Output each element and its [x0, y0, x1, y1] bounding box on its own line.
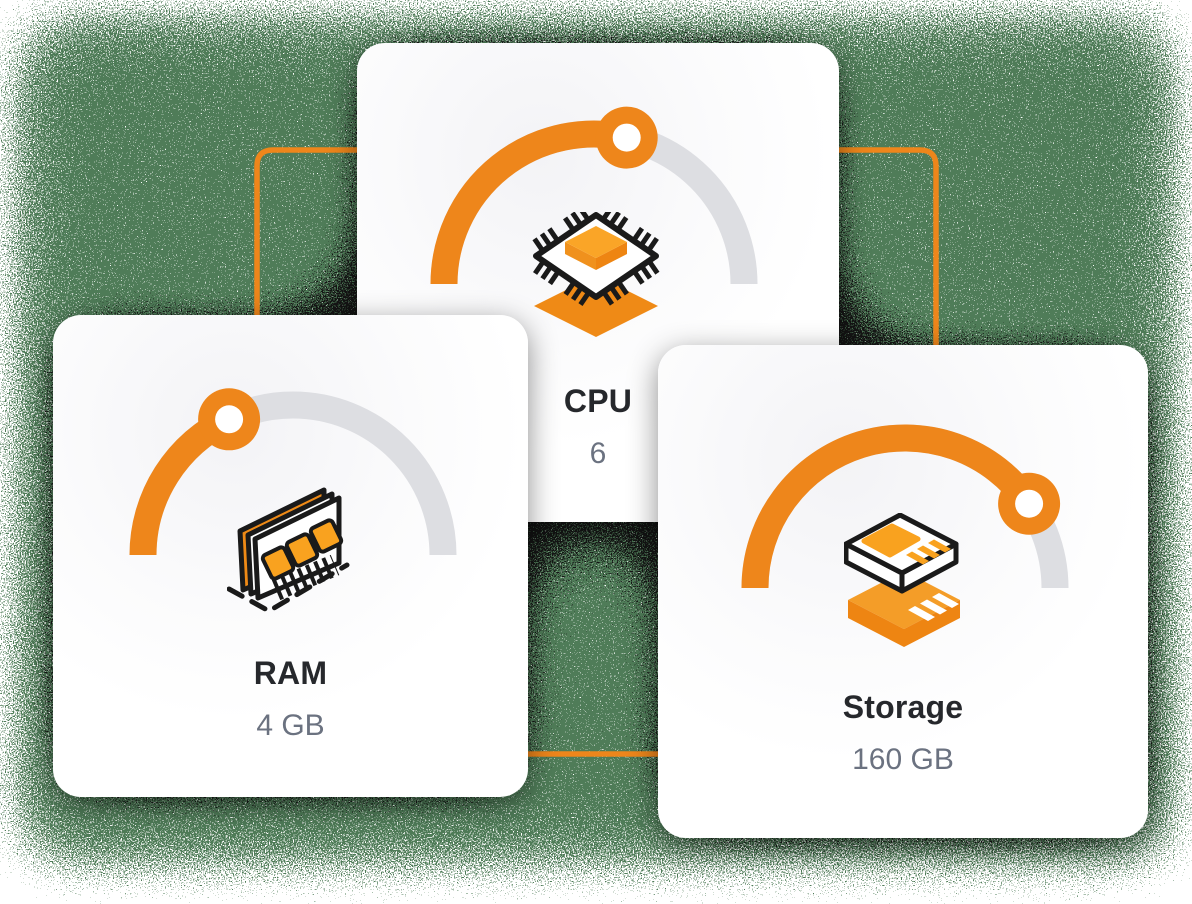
cpu-die-right-face	[596, 242, 627, 270]
ram-value: 4 GB	[256, 709, 325, 742]
cpu-gauge-knob-hole	[612, 123, 641, 152]
cpu-title: CPU	[563, 383, 633, 419]
ram-title: RAM	[253, 655, 328, 691]
storage-card: Storage 160 GB	[658, 345, 1148, 838]
ram-card: RAM 4 GB	[53, 315, 528, 797]
cpu-value: 6	[589, 437, 607, 470]
ram-gauge	[129, 388, 457, 556]
storage-gauge-knob-hole	[1015, 489, 1044, 518]
storage-base-pins	[908, 593, 959, 621]
cpu-gauge	[430, 106, 758, 285]
cpu-gauge-fill	[430, 120, 630, 285]
storage-top-panel	[861, 523, 921, 558]
cpu-chip-icon	[532, 212, 660, 337]
ram-pin-comb	[271, 554, 340, 601]
connector-cpu-to-storage	[835, 147, 939, 360]
ram-module-icon	[227, 487, 350, 614]
connector-lines	[254, 147, 939, 757]
ram-slot-dashed-base	[227, 562, 350, 614]
storage-gauge-fill	[741, 424, 1041, 589]
storage-top-box	[844, 513, 959, 594]
cpu-die-left-face	[565, 242, 596, 270]
storage-chip-icon	[844, 513, 960, 647]
cpu-die-top-face	[565, 226, 627, 258]
storage-value: 160 GB	[852, 743, 954, 776]
connector-ram-to-cpu	[254, 147, 365, 330]
storage-gauge	[741, 424, 1069, 589]
ram-gauge-knob-hole	[215, 405, 244, 434]
storage-top-pins	[906, 539, 951, 565]
storage-title: Storage	[842, 689, 964, 725]
storage-base-slab	[848, 571, 960, 647]
ram-memory-chips	[260, 518, 344, 581]
